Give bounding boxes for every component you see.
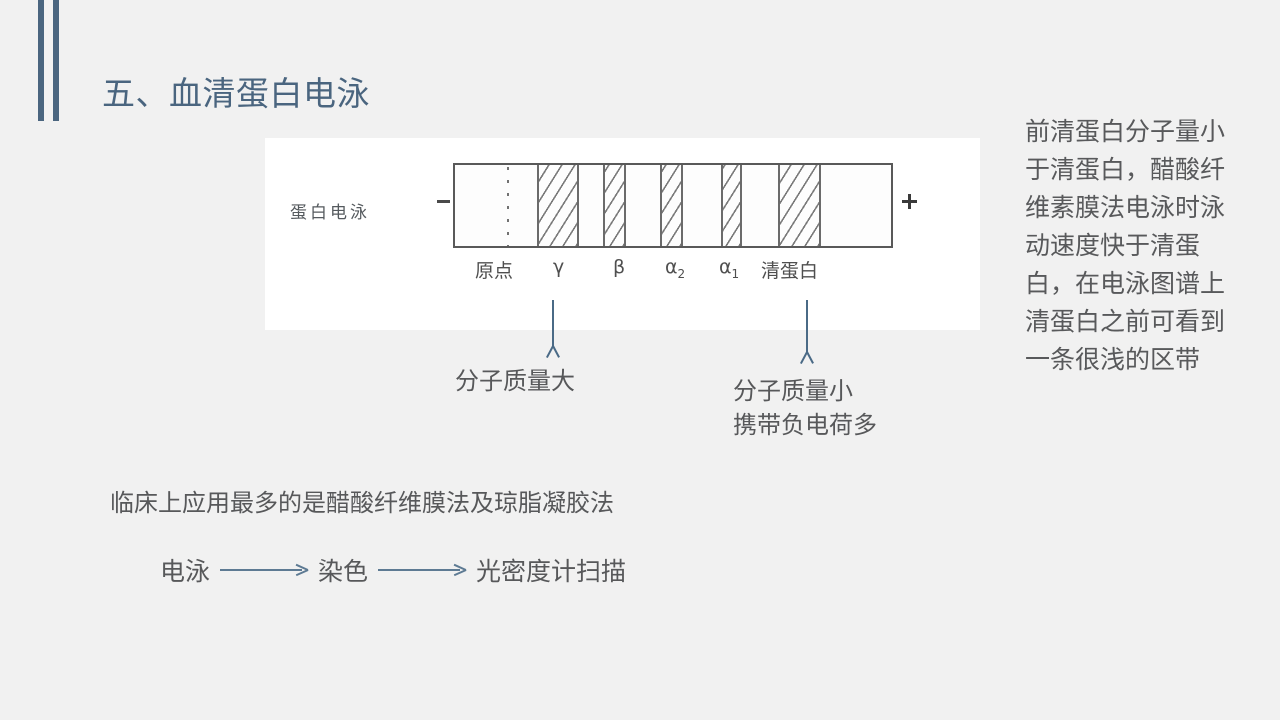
accent-bar-left — [38, 0, 44, 121]
label-alpha1: α1 — [719, 256, 740, 281]
label-gamma: γ — [553, 256, 565, 278]
flow-step-staining: 染色 — [318, 558, 369, 586]
gel-band-labels: 原点 γ β α2 α1 清蛋白 — [453, 256, 893, 286]
pointer-arrow-small-mass — [800, 300, 814, 364]
caption-small-mass-line2: 携带负电荷多 — [733, 412, 877, 439]
gel-strip — [453, 163, 893, 248]
origin-dotted-line — [507, 167, 509, 248]
arrow-shaft — [806, 300, 808, 354]
process-flow: 电泳 染色 光密度计扫描 — [160, 550, 626, 590]
side-note: 前清蛋白分子量小于清蛋白，醋酸纤维素膜法电泳时泳动速度快于清蛋白，在电泳图谱上清… — [1025, 118, 1226, 374]
arrow-shaft — [552, 300, 554, 348]
label-alpha2: α2 — [665, 256, 686, 281]
flow-step-densitometry: 光密度计扫描 — [476, 558, 627, 586]
accent-bar-right — [53, 0, 59, 121]
negative-pole-icon — [437, 200, 450, 203]
band-albumin — [778, 165, 821, 246]
caption-small-mass-line1: 分子质量小 — [733, 378, 853, 405]
caption-small-mass: 分子质量小 携带负电荷多 — [733, 375, 877, 443]
flow-arrow-1 — [220, 563, 308, 577]
positive-pole-icon — [902, 194, 917, 209]
arrow-shaft — [378, 569, 461, 571]
flow-arrow-2 — [378, 563, 466, 577]
electrophoresis-figure: 蛋白电泳 原点 γ β α2 α1 清蛋白 — [265, 138, 980, 330]
accent-bars — [38, 0, 59, 121]
pointer-arrow-big-mass — [546, 300, 560, 358]
caption-big-mass: 分子质量大 — [455, 368, 575, 395]
page-title: 五、血清蛋白电泳 — [102, 75, 370, 112]
flow-step-electrophoresis: 电泳 — [160, 558, 211, 586]
arrow-head — [800, 352, 814, 363]
band-gamma — [537, 165, 579, 246]
arrow-head — [546, 346, 560, 357]
label-albumin: 清蛋白 — [761, 260, 819, 282]
band-alpha2 — [660, 165, 683, 246]
arrow-shaft — [220, 569, 303, 571]
band-alpha1 — [721, 165, 742, 246]
figure-left-label: 蛋白电泳 — [290, 203, 370, 223]
label-beta: β — [613, 256, 626, 278]
label-origin: 原点 — [475, 260, 514, 282]
body-text-line: 临床上应用最多的是醋酸纤维膜法及琼脂凝胶法 — [110, 490, 614, 517]
band-beta — [603, 165, 626, 246]
